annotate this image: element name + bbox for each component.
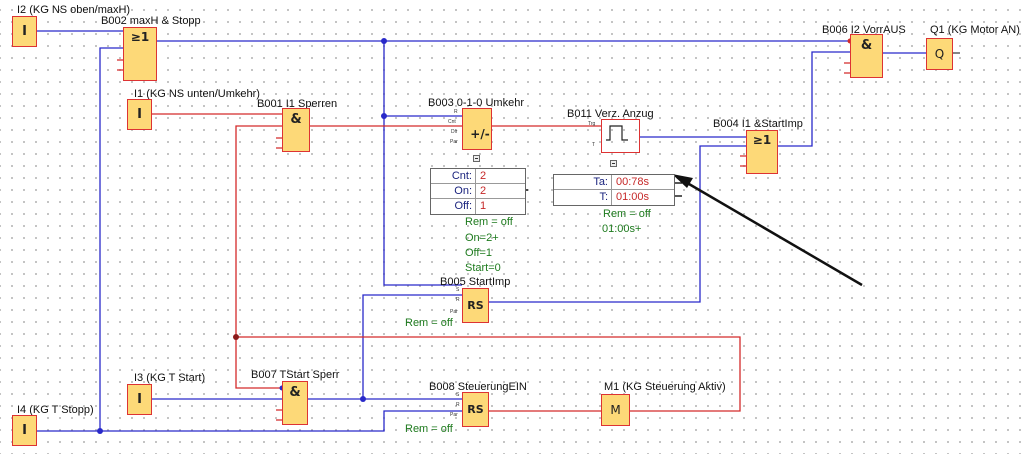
label-b004: B004 I1 &StartImp bbox=[713, 118, 803, 130]
note-b003-off: Off=1 bbox=[465, 247, 493, 259]
block-b004[interactable]: ≥1 bbox=[746, 130, 778, 174]
wire-i4-b008-reset bbox=[37, 410, 462, 432]
collapse-b003-icon[interactable] bbox=[473, 155, 480, 162]
pulse-icon bbox=[606, 125, 628, 141]
label-b002: B002 maxH & Stopp bbox=[101, 15, 201, 27]
label-i2: I2 (KG NS oben/maxH) bbox=[17, 4, 131, 16]
pin-b005-r: R bbox=[456, 297, 460, 303]
note-b008-rem: Rem = off bbox=[405, 423, 453, 435]
pin-b008-s: S bbox=[456, 392, 460, 398]
input-i2[interactable]: I bbox=[12, 16, 37, 47]
label-i1: I1 (KG NS unten/Umkehr) bbox=[134, 88, 260, 100]
block-b008[interactable]: RS bbox=[462, 392, 489, 427]
label-i4: I4 (KG T Stopp) bbox=[17, 404, 94, 416]
pin-b011-t: T bbox=[592, 142, 596, 148]
label-b007: B007 TStart Sperr bbox=[251, 369, 340, 381]
note-b005-rem: Rem = off bbox=[405, 317, 453, 329]
label-b003: B003 0-1-0 Umkehr bbox=[428, 97, 524, 109]
pin-b003-dir: Dir bbox=[451, 129, 458, 135]
wire-b002-b005-reset bbox=[383, 41, 462, 286]
label-b011: B011 Verz. Anzug bbox=[567, 108, 654, 120]
label-i3: I3 (KG T Start) bbox=[134, 372, 206, 384]
params-b011: Ta:00:78s T:01:00s bbox=[553, 174, 675, 206]
wire-b004-b006 bbox=[778, 51, 850, 147]
note-b011-rem: Rem = off bbox=[603, 208, 651, 220]
wire-b007-b005-set bbox=[362, 294, 462, 399]
annotation-arrow bbox=[676, 175, 863, 287]
input-i4[interactable]: I bbox=[12, 415, 37, 446]
block-b006[interactable]: & bbox=[850, 34, 883, 78]
note-b003-rem: Rem = off bbox=[465, 216, 513, 228]
pin-b008-par: Par bbox=[450, 412, 458, 418]
label-b008: B008 SteuerungEIN bbox=[429, 381, 527, 393]
block-b005[interactable]: RS bbox=[462, 288, 489, 323]
block-b011[interactable] bbox=[601, 119, 640, 153]
collapse-b011-icon[interactable] bbox=[610, 160, 617, 167]
pin-b003-cnt: Cnt bbox=[448, 119, 456, 125]
pin-b005-par: Par bbox=[450, 309, 458, 315]
label-m1: M1 (KG Steuerung Aktiv) bbox=[604, 381, 726, 393]
wire-b005-b004 bbox=[489, 145, 746, 303]
label-b001: B001 I1 Sperren bbox=[257, 98, 338, 110]
note-b003-on: On=2+ bbox=[465, 232, 499, 244]
wire-m1-b007 bbox=[235, 337, 282, 389]
label-b005: B005 StartImp bbox=[440, 276, 511, 288]
block-b003[interactable]: +/- bbox=[462, 108, 492, 150]
block-b007[interactable]: & bbox=[282, 381, 308, 425]
arrow-head-icon bbox=[672, 174, 693, 188]
params-b003: Cnt:2 On:2 Off:1 bbox=[430, 168, 526, 215]
pin-b005-s: S bbox=[456, 287, 460, 293]
note-b011-time: 01:00s+ bbox=[602, 223, 642, 235]
pin-b008-r: R bbox=[456, 402, 460, 408]
output-q1[interactable]: Q bbox=[926, 38, 953, 70]
pin-b011-trg: Trg bbox=[588, 121, 596, 127]
input-i1[interactable]: I bbox=[127, 99, 152, 130]
wire-m1-feedback bbox=[235, 125, 741, 412]
label-b006: B006 I2 VorrAUS bbox=[822, 24, 906, 36]
output-m1[interactable]: M bbox=[601, 394, 630, 426]
block-b002[interactable]: ≥1 bbox=[123, 27, 157, 81]
wire-i4-b002 bbox=[99, 47, 123, 431]
block-b001[interactable]: & bbox=[282, 108, 310, 152]
label-q1: Q1 (KG Motor AN) bbox=[930, 24, 1020, 36]
pin-b003-par: Par bbox=[450, 139, 458, 145]
note-b003-start: Start=0 bbox=[465, 262, 501, 274]
input-i3[interactable]: I bbox=[127, 384, 152, 415]
pin-b003-r: R bbox=[454, 109, 458, 115]
